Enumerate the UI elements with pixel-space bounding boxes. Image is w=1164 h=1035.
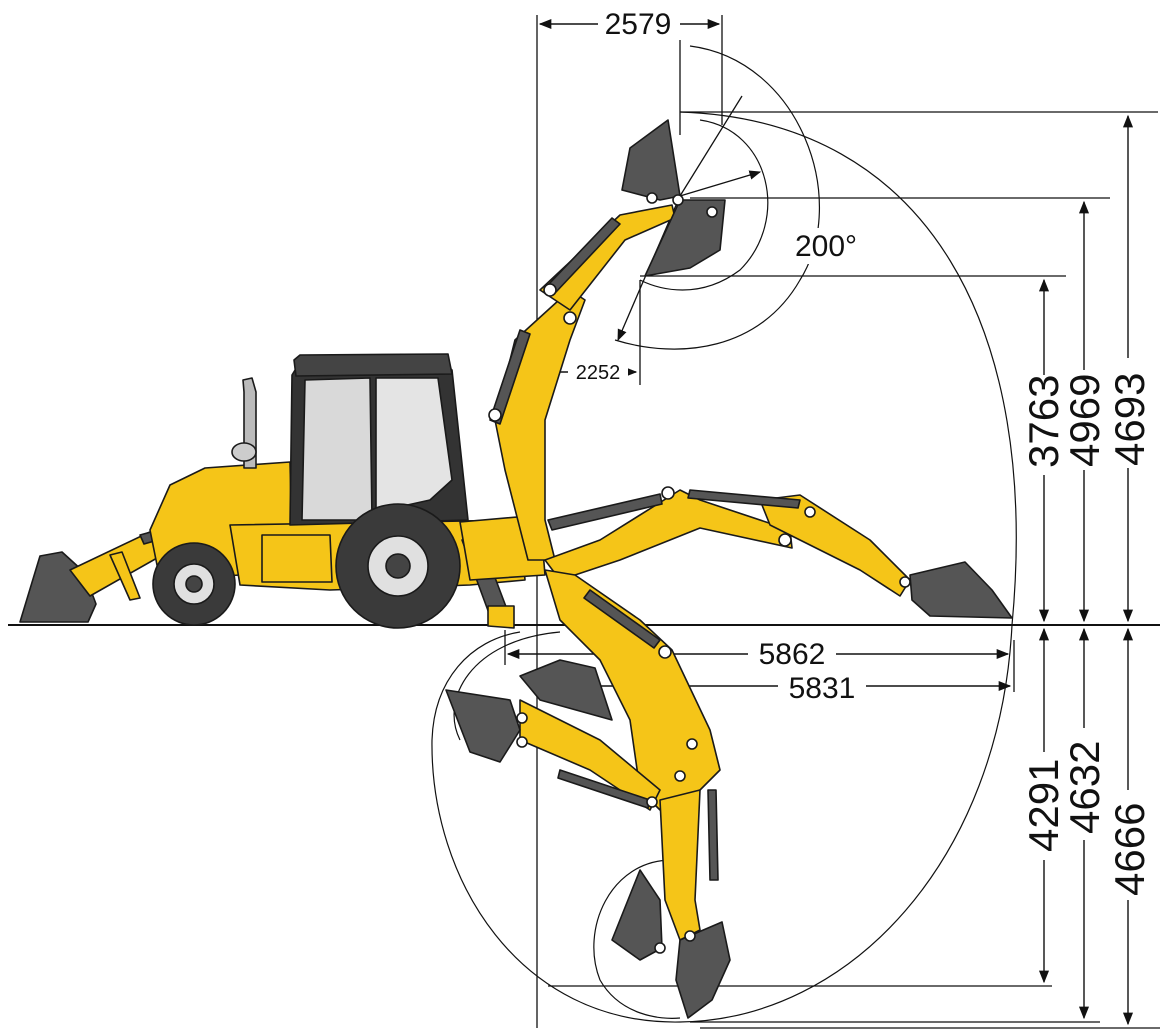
bucket-left-1 xyxy=(445,689,521,763)
boom-cylinder-lowered xyxy=(583,589,661,649)
angle-line-2 xyxy=(679,170,762,197)
lower-left-bucket-arc xyxy=(453,631,561,741)
dim-label-4693: 4693 xyxy=(1106,373,1153,466)
dim-label-4969: 4969 xyxy=(1061,374,1108,467)
dipper-cylinder-extended xyxy=(687,489,801,509)
dipper-cylinder-lowered xyxy=(707,789,719,881)
dim-label-2579: 2579 xyxy=(605,8,672,41)
pivot-pins xyxy=(488,192,911,954)
dim-label-4666: 4666 xyxy=(1106,803,1153,896)
loader-link xyxy=(109,551,141,601)
cab-glass-door xyxy=(375,377,453,513)
bucket-raised-1 xyxy=(621,119,681,201)
stabilizer-foot xyxy=(487,605,515,629)
fuel-tank xyxy=(261,534,333,583)
bucket-lowered-1 xyxy=(611,869,663,961)
dim-label-4291: 4291 xyxy=(1020,759,1067,852)
boom-cylinder-extended xyxy=(547,493,663,531)
cab-roof xyxy=(293,353,453,377)
dim-label-5831: 5831 xyxy=(789,672,856,705)
dim-label-200-degrees: 200° xyxy=(795,230,857,263)
backhoe-loader-illustration xyxy=(19,119,1013,1019)
bucket-extended xyxy=(909,561,1013,619)
dim-label-5862: 5862 xyxy=(759,638,826,671)
reach-envelope-arc xyxy=(431,111,1017,1023)
dipper-extended xyxy=(759,494,911,597)
angle-line-1 xyxy=(679,95,743,197)
dipper-lowered xyxy=(659,789,701,941)
bucket-left-2 xyxy=(519,659,613,721)
bucket-rotation-arc-top xyxy=(614,45,821,350)
boom-cylinder-raised xyxy=(489,329,531,425)
cab-glass-front xyxy=(301,377,373,521)
bucket-raised-2 xyxy=(644,199,726,277)
dipper-cylinder-left xyxy=(557,769,651,809)
dim-label-3763: 3763 xyxy=(1020,375,1067,468)
bucket-rotation-arc-inner xyxy=(639,119,769,291)
dim-label-4632: 4632 xyxy=(1061,741,1108,834)
air-cleaner xyxy=(231,442,257,462)
bucket-lowered-2 xyxy=(675,921,731,1019)
lower-bucket-arc xyxy=(593,859,681,1019)
dim-label-2252: 2252 xyxy=(576,362,621,384)
